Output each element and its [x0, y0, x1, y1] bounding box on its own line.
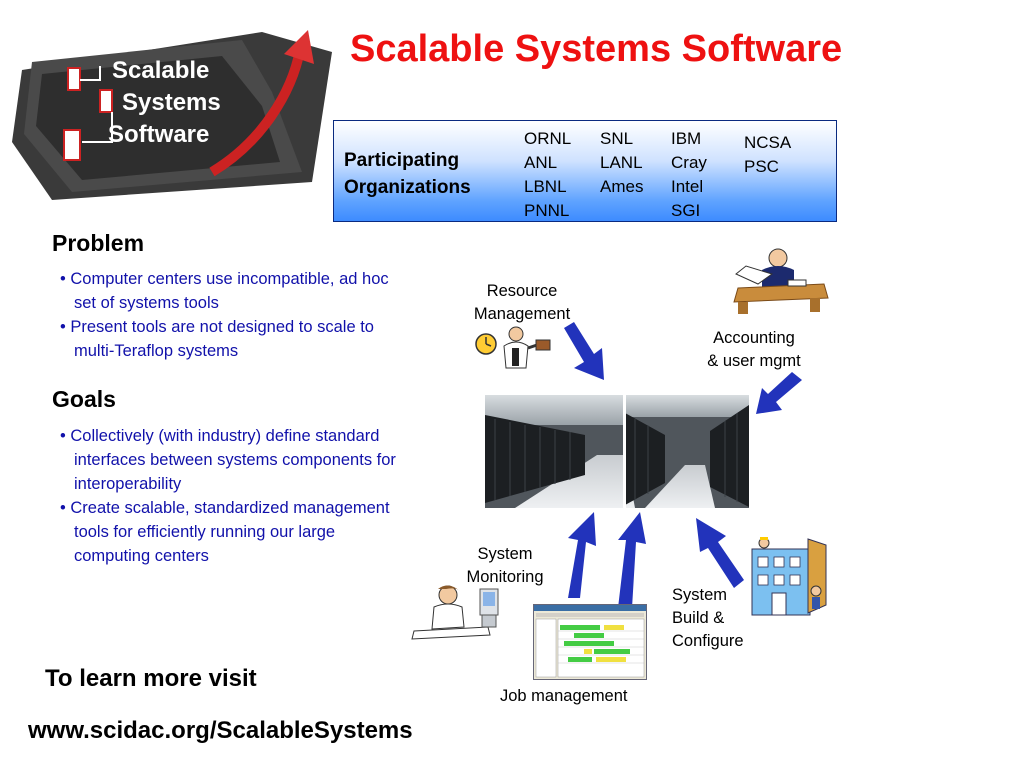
organizations-label: Participating Organizations [344, 150, 471, 198]
learn-more-text: To learn more visit [45, 665, 257, 692]
participating-organizations-box: Participating Organizations ORNL ANL LBN… [333, 120, 837, 222]
accounting-label: Accounting & user mgmt [707, 329, 801, 370]
org-column-1: ORNL ANL LBNL PNNL [524, 129, 572, 220]
goals-heading: Goals [52, 386, 116, 412]
org-column-2: SNL LANL Ames [600, 129, 644, 196]
goals-bullet-2: • Create scalable, standardized manageme… [60, 499, 390, 565]
system-monitoring-clipart-icon [411, 585, 499, 640]
logo-line-3: Software [108, 121, 209, 148]
arrow-monitoring-to-center [568, 512, 596, 598]
resource-manager-clipart-icon [475, 326, 551, 369]
logo-line-1: Scalable [112, 57, 209, 84]
scalable-systems-logo: Scalable Systems Software [12, 22, 342, 204]
website-link[interactable]: www.scidac.org/ScalableSystems [28, 717, 413, 744]
system-build-label: System Build & Configure [672, 586, 744, 650]
problem-bullets: • Computer centers use incompatible, ad … [60, 267, 405, 363]
arrow-resource-to-center [564, 322, 604, 380]
computer-room-image [485, 395, 749, 508]
page-title: Scalable Systems Software [350, 28, 843, 70]
goals-bullet-1: • Collectively (with industry) define st… [60, 427, 396, 493]
arrow-build-to-center [696, 518, 744, 588]
resource-management-label: Resource Management [473, 282, 571, 323]
system-monitoring-label: System Monitoring [466, 545, 544, 586]
problem-heading: Problem [52, 230, 145, 256]
problem-bullet-1: • Computer centers use incompatible, ad … [60, 270, 389, 312]
problem-bullet-2: • Present tools are not designed to scal… [60, 318, 374, 360]
job-management-label: Job management [500, 687, 628, 705]
arrow-accounting-to-center [756, 372, 802, 414]
logo-line-2: Systems [122, 89, 221, 116]
system-build-clipart-icon [751, 537, 827, 616]
goals-bullets: • Collectively (with industry) define st… [60, 424, 410, 568]
accounting-clipart-icon [733, 248, 829, 314]
org-column-3: IBM Cray Intel SGI [671, 129, 707, 220]
org-column-4: NCSA PSC [744, 133, 792, 176]
job-management-screenshot [533, 604, 647, 680]
arrow-jobs-to-center [618, 512, 646, 608]
